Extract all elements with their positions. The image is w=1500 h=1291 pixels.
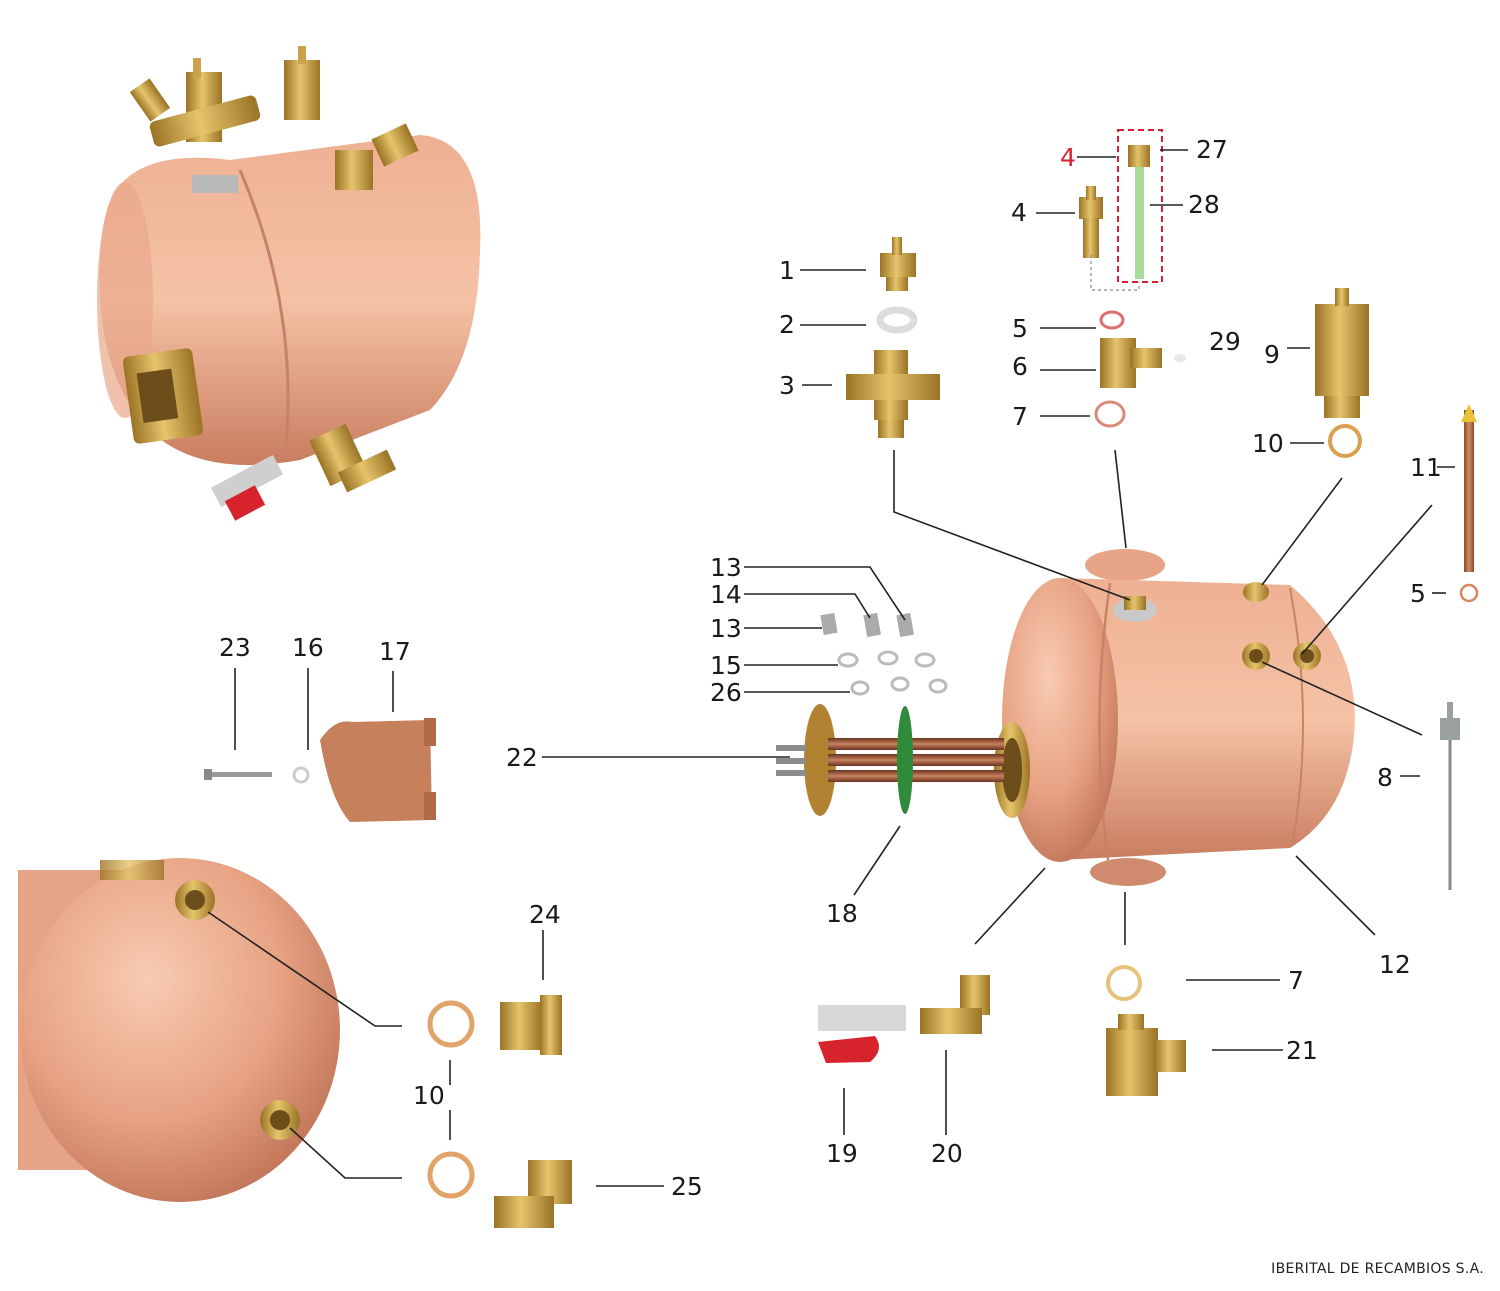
part-10b-gasket bbox=[427, 1151, 475, 1199]
part-28-tube bbox=[1135, 167, 1144, 279]
callout-20: 20 bbox=[931, 1139, 963, 1168]
part-9-valve bbox=[1315, 288, 1369, 418]
main-boiler-body bbox=[994, 549, 1355, 886]
part-10a-gasket bbox=[427, 1000, 475, 1048]
callout-6: 6 bbox=[1012, 352, 1028, 381]
part-19-drain-valve bbox=[818, 1005, 906, 1063]
callout-12: 12 bbox=[1379, 950, 1411, 979]
callout-4-highlighted: 4 bbox=[1060, 143, 1076, 172]
part-5-oring bbox=[1099, 310, 1125, 330]
part-4-nipple bbox=[1079, 186, 1103, 258]
callout-18: 18 bbox=[826, 899, 858, 928]
part-8-probe bbox=[1440, 702, 1460, 890]
callout-17: 17 bbox=[379, 637, 411, 666]
callout-1: 1 bbox=[779, 256, 795, 285]
callout-7b: 7 bbox=[1288, 966, 1304, 995]
callout-13b: 13 bbox=[710, 614, 742, 643]
callout-21: 21 bbox=[1286, 1036, 1318, 1065]
boiler-end-view-photo bbox=[18, 858, 340, 1202]
callout-13: 13 bbox=[710, 553, 742, 582]
part-2-washer bbox=[876, 306, 918, 334]
part-23-screw bbox=[204, 769, 272, 780]
callout-15: 15 bbox=[710, 651, 742, 680]
heating-element-gasket bbox=[897, 706, 913, 814]
callout-24: 24 bbox=[529, 900, 561, 929]
callout-9: 9 bbox=[1264, 340, 1280, 369]
callout-28: 28 bbox=[1188, 190, 1220, 219]
part-3-cross-fitting bbox=[846, 350, 940, 438]
part-1-fitting bbox=[880, 237, 916, 291]
callout-27: 27 bbox=[1196, 135, 1228, 164]
callout-2: 2 bbox=[779, 310, 795, 339]
callout-22: 22 bbox=[506, 743, 538, 772]
part-16-washer bbox=[292, 766, 310, 784]
part-25-elbow bbox=[494, 1160, 572, 1228]
callout-14: 14 bbox=[710, 580, 742, 609]
part-7b-gasket bbox=[1106, 965, 1142, 1001]
part-10-gasket bbox=[1328, 424, 1362, 458]
part-21-tee bbox=[1106, 1014, 1186, 1096]
callout-10b: 10 bbox=[413, 1081, 445, 1110]
callout-11: 11 bbox=[1410, 453, 1442, 482]
part-11-tube bbox=[1461, 404, 1477, 572]
callout-26: 26 bbox=[710, 678, 742, 707]
callout-19: 19 bbox=[826, 1139, 858, 1168]
leader-lines bbox=[207, 149, 1455, 1187]
part-27-fitting bbox=[1128, 145, 1150, 167]
part-20-elbow bbox=[920, 975, 990, 1034]
callout-5: 5 bbox=[1012, 314, 1028, 343]
heating-element bbox=[776, 704, 1004, 816]
callout-29: 29 bbox=[1209, 327, 1241, 356]
part-7-oring bbox=[1094, 400, 1126, 428]
callout-25: 25 bbox=[671, 1172, 703, 1201]
part-5b-oring bbox=[1459, 583, 1479, 603]
callout-numbers: 1 2 3 4 4 27 28 5 29 6 7 9 10 11 5 8 12 … bbox=[219, 135, 1442, 1201]
callout-3: 3 bbox=[779, 371, 795, 400]
part-17-cover bbox=[320, 718, 436, 822]
company-footer: IBERITAL DE RECAMBIOS S.A. bbox=[1271, 1261, 1484, 1277]
callout-16: 16 bbox=[292, 633, 324, 662]
callout-10: 10 bbox=[1252, 429, 1284, 458]
callout-23: 23 bbox=[219, 633, 251, 662]
callout-5b: 5 bbox=[1410, 579, 1426, 608]
screws-and-washers bbox=[820, 612, 948, 696]
part-6-tee-fitting bbox=[1100, 338, 1162, 388]
callout-4: 4 bbox=[1011, 198, 1027, 227]
part-29-washer bbox=[1174, 354, 1186, 362]
part-24-plug bbox=[500, 995, 562, 1055]
boiler-assembled-photo bbox=[97, 46, 481, 521]
callout-7: 7 bbox=[1012, 402, 1028, 431]
highlight-box-red bbox=[1117, 129, 1163, 283]
callout-8: 8 bbox=[1377, 763, 1393, 792]
